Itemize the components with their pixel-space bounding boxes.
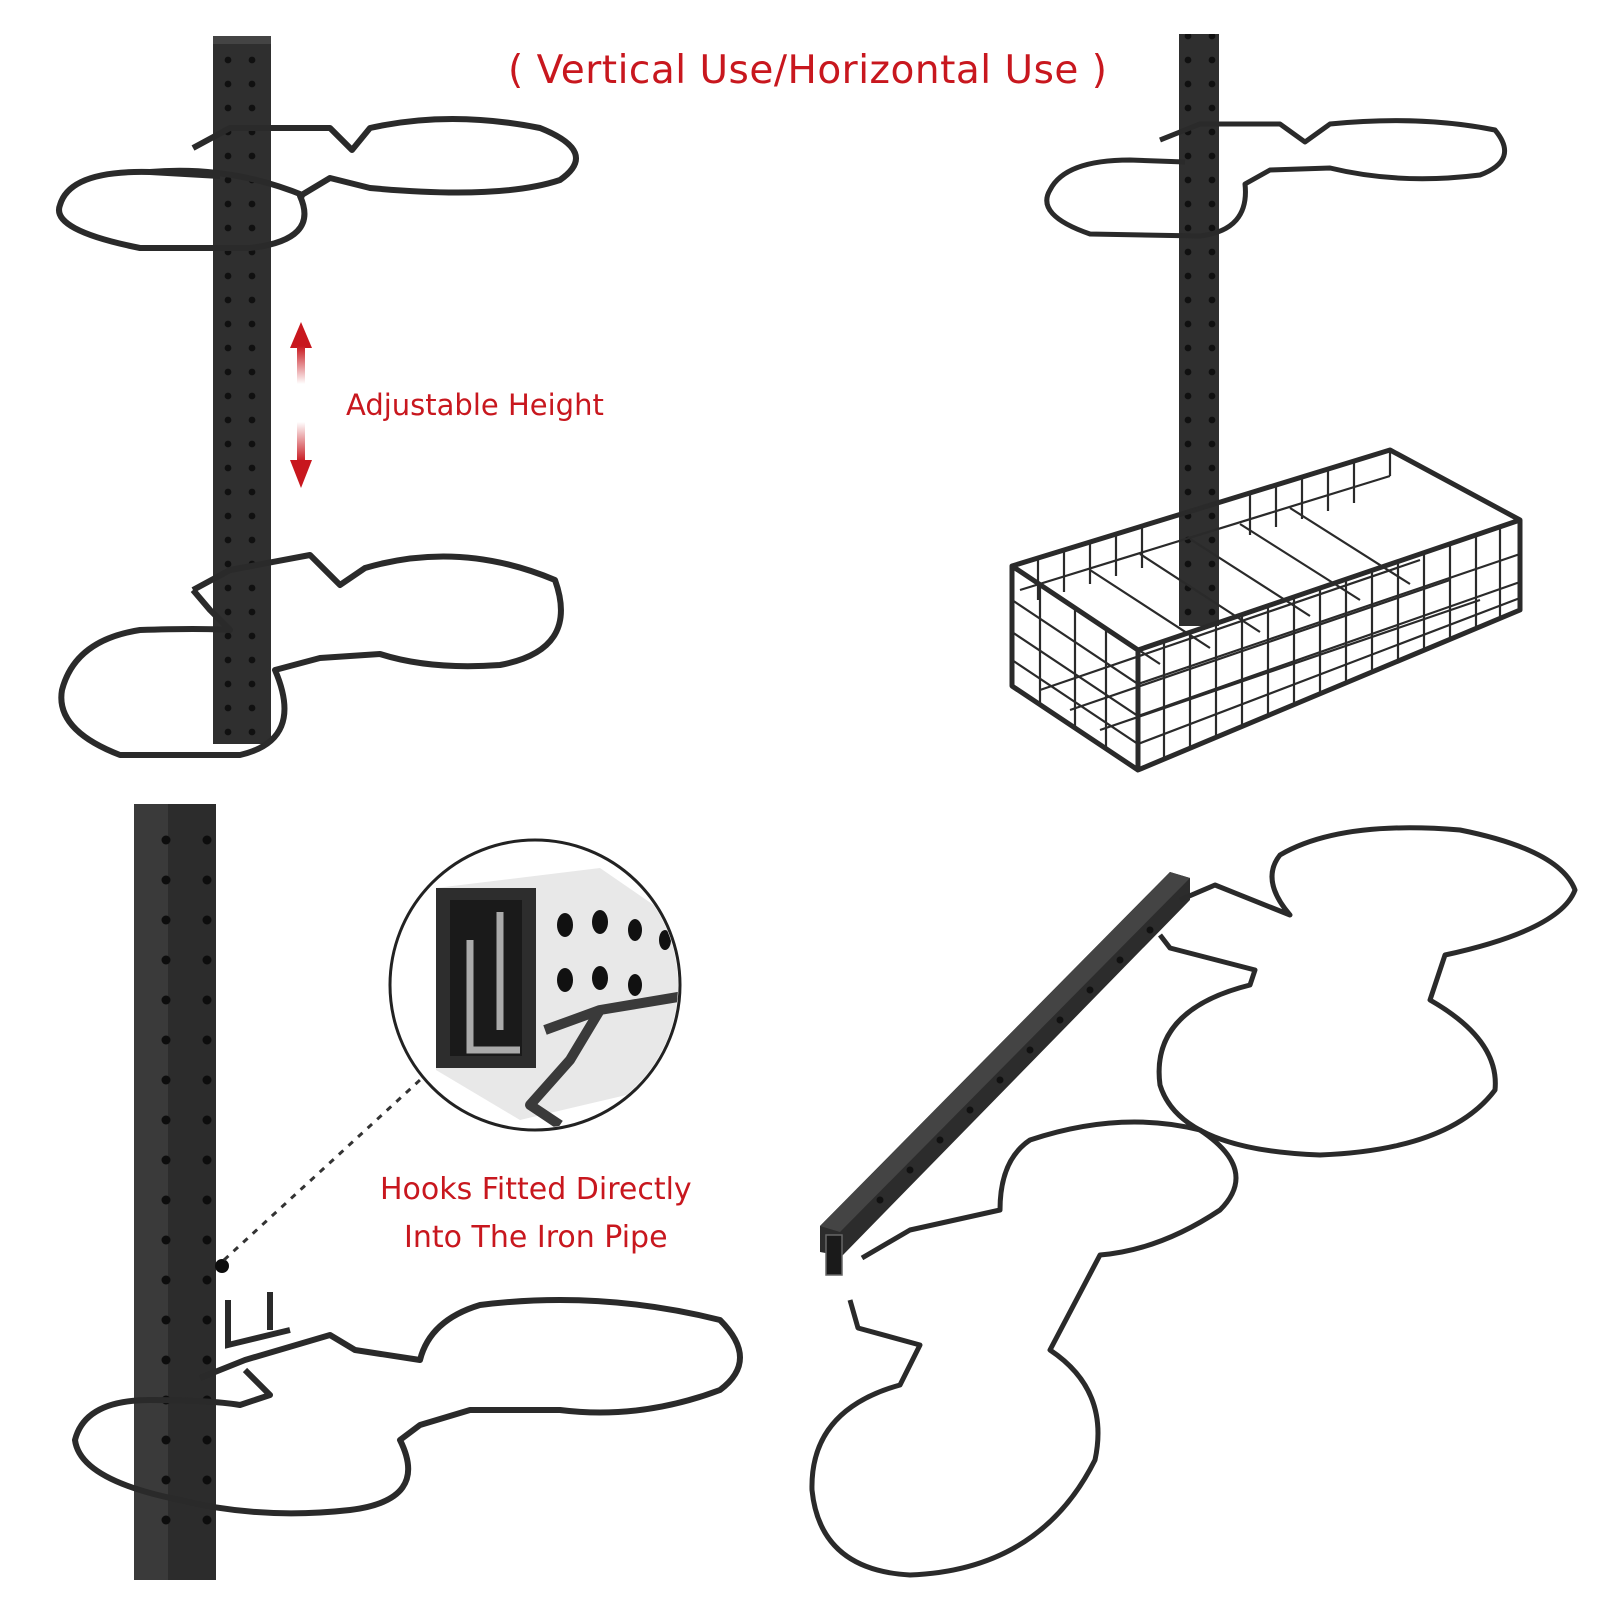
magnifier-callout [388, 838, 682, 1132]
page-title: ( Vertical Use/Horizontal Use ) [508, 48, 1108, 93]
hooks-caption-line-1: Hooks Fitted Directly [380, 1172, 692, 1207]
horizontal-rack-bottom-right [809, 825, 1578, 1578]
rack-closeup-bottom-left [72, 804, 743, 1580]
up-down-arrow-icon [290, 322, 312, 488]
adjustable-height-label: Adjustable Height [346, 388, 604, 422]
vertical-rack-top-left [56, 36, 579, 758]
vertical-rack-top-right [1009, 34, 1523, 773]
hooks-caption-line-2: Into The Iron Pipe [404, 1220, 668, 1255]
